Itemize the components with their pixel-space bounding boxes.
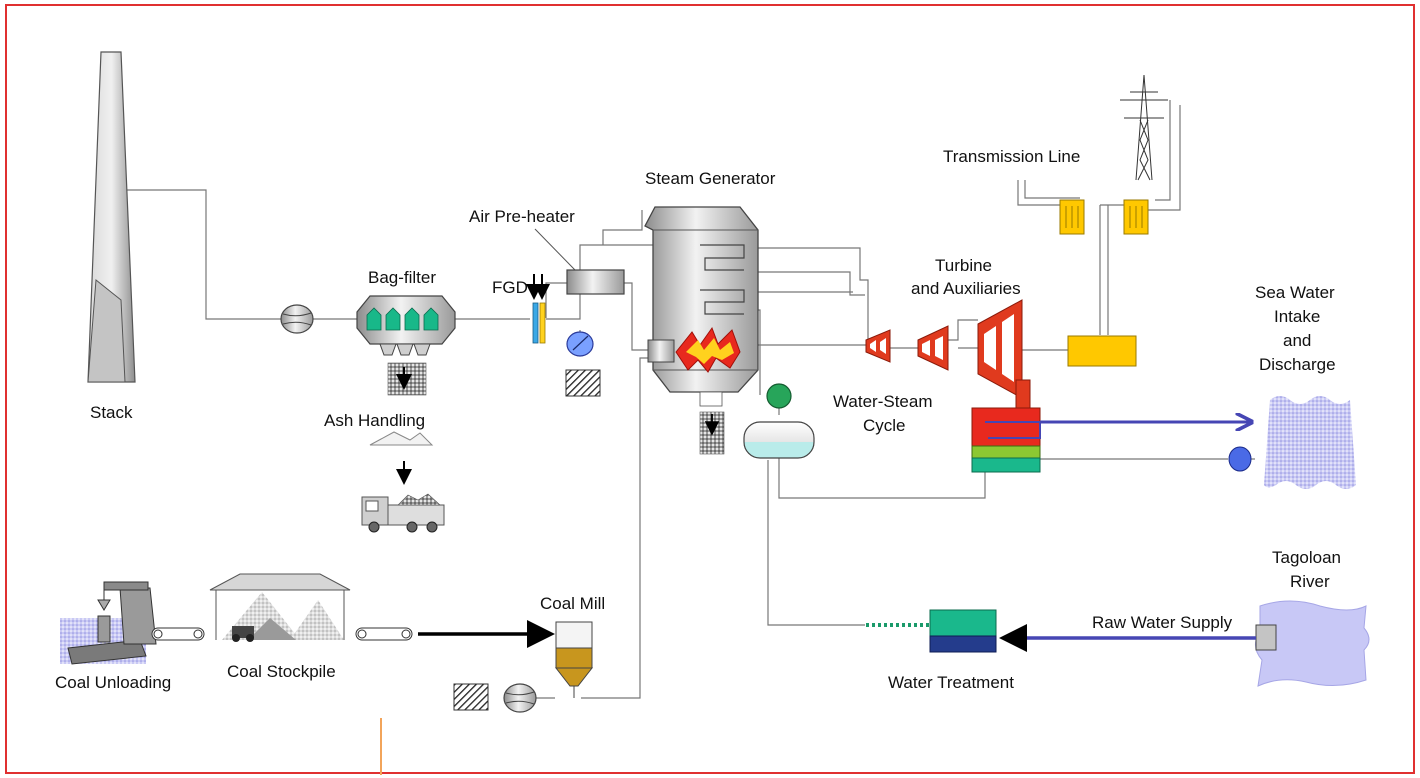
sea-water-label-2: Intake [1274, 307, 1320, 326]
coal-mill-label: Coal Mill [540, 594, 605, 613]
forced-draft-inlet [565, 369, 601, 397]
feedwater-tank [743, 383, 815, 459]
diagram-frame [5, 4, 1415, 774]
transformer-icon [1059, 199, 1085, 235]
turbine-label-2: and Auxiliaries [911, 279, 1021, 298]
ip-turbine [917, 325, 949, 371]
bulldozer-icon [232, 626, 254, 642]
flow-lines [118, 100, 1255, 699]
coal-mill: Coal Mill [540, 594, 605, 698]
ship-icon [67, 615, 147, 665]
conveyor-2 [355, 627, 413, 641]
ash-handling-label: Ash Handling [324, 411, 425, 430]
air-preheater-label: Air Pre-heater [469, 207, 575, 226]
pump-icon [566, 331, 594, 357]
coal-stockpile-label: Coal Stockpile [227, 662, 336, 681]
generator [1067, 335, 1137, 367]
transformer-icon [1123, 199, 1149, 235]
condenser [971, 407, 1250, 473]
pump-icon [766, 383, 792, 409]
coal-unloading-label: Coal Unloading [55, 673, 171, 692]
truck-icon [361, 493, 445, 533]
bag-filter-label: Bag-filter [368, 268, 436, 287]
primary-air-inlet [453, 683, 489, 711]
tagoloan-river: Tagoloan River [1255, 548, 1370, 687]
water-treatment-label: Water Treatment [888, 673, 1014, 692]
fgd-label: FGD [492, 278, 528, 297]
water-treatment: Water Treatment [866, 609, 1014, 692]
sea-water-label-1: Sea Water [1255, 283, 1335, 302]
tagoloan-label-1: Tagoloan [1272, 548, 1341, 567]
turbine-label-1: Turbine [935, 256, 992, 275]
fgd: FGD [492, 274, 550, 344]
fan-icon [280, 304, 314, 334]
transformers [1059, 199, 1149, 235]
tagoloan-label-2: River [1290, 572, 1330, 591]
sea-water-intake: Sea Water Intake and Discharge [1228, 283, 1356, 489]
stack-label: Stack [90, 403, 133, 422]
sea-water-label-3: and [1283, 331, 1311, 350]
water-steam-label-1: Water-Steam [833, 392, 933, 411]
ash-hopper [387, 362, 427, 396]
lp-turbine [977, 299, 1031, 411]
air-preheater: Air Pre-heater [469, 207, 625, 397]
turbine-and-auxiliaries: Turbine and Auxiliaries [865, 256, 1031, 411]
stack: Stack [87, 51, 136, 422]
conveyor-1 [151, 627, 205, 641]
coal-stockpile: Coal Stockpile [209, 573, 351, 681]
sea-water-label-4: Discharge [1259, 355, 1336, 374]
ash-handling: Ash Handling [324, 411, 445, 533]
filter-cartridges [366, 307, 439, 331]
steam-generator: Steam Generator [644, 169, 776, 455]
steam-generator-label: Steam Generator [645, 169, 776, 188]
coal-unloading: Coal Unloading [55, 581, 171, 692]
fan-icon [503, 683, 537, 713]
raw-water-supply-label: Raw Water Supply [1092, 613, 1233, 632]
transmission-line-label: Transmission Line [943, 147, 1080, 166]
burner-flame [675, 326, 741, 373]
hp-turbine [865, 329, 891, 363]
water-steam-label-2: Cycle [863, 416, 906, 435]
bag-filter: Bag-filter [356, 268, 456, 396]
transmission-tower-icon [1120, 74, 1168, 181]
pump-icon [1228, 446, 1252, 472]
